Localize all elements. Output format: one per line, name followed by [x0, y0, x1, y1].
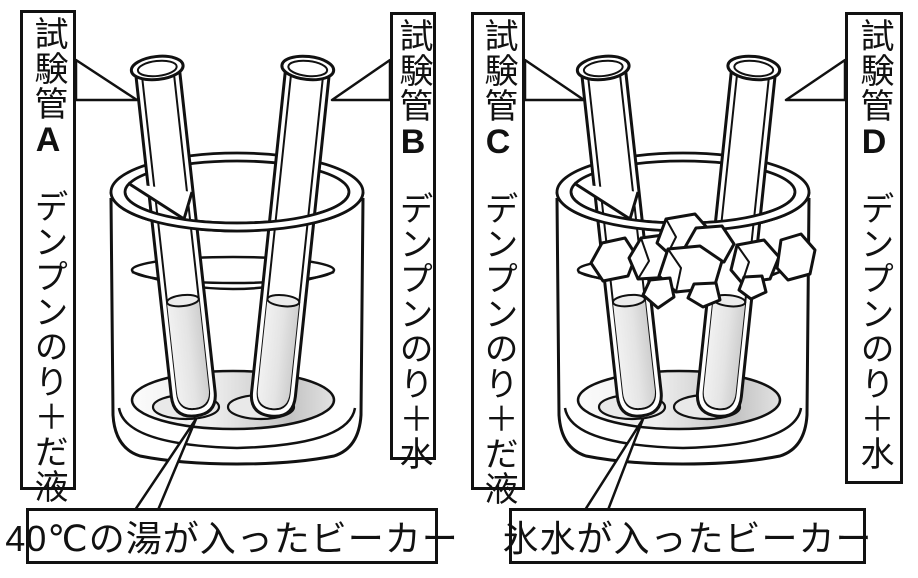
- caption-beaker-40c-text: 40℃の湯が入ったビーカー: [5, 518, 459, 559]
- tube-a-id: A: [29, 121, 68, 160]
- callout-wedge-tube-c: [523, 58, 586, 102]
- beaker-40c-drawing: [111, 54, 363, 464]
- tube-b-id: B: [394, 123, 433, 162]
- tube-d-contents: デンプンのり＋水: [855, 190, 894, 471]
- label-tube-c-text: 試験管C デンプンのり＋だ液: [479, 18, 518, 506]
- label-tube-c: 試験管C デンプンのり＋だ液: [471, 12, 525, 506]
- label-tube-b: 試験管B デンプンのり＋水: [390, 12, 436, 471]
- label-tube-d-text: 試験管D デンプンのり＋水: [855, 18, 894, 471]
- label-tube-a: 試験管A デンプンのり＋だ液: [20, 10, 76, 504]
- tube-a-prefix: 試験管: [29, 16, 68, 121]
- caption-beaker-40c: 40℃の湯が入ったビーカー: [5, 508, 458, 564]
- ice-cubes-drawing: [589, 212, 817, 310]
- tube-c-contents: デンプンのり＋だ液: [479, 190, 518, 506]
- caption-beaker-ice-text: 氷水が入ったビーカー: [502, 518, 873, 559]
- callout-wedge-tube-b: [330, 58, 392, 102]
- tube-c-id: C: [479, 123, 518, 162]
- tube-d-prefix: 試験管: [855, 18, 894, 123]
- tube-c-prefix: 試験管: [479, 18, 518, 123]
- label-tube-d: 試験管D デンプンのり＋水: [845, 12, 903, 484]
- callout-wedge-tube-a: [74, 58, 139, 102]
- caption-beaker-ice: 氷水が入ったビーカー: [503, 508, 872, 564]
- label-tube-b-text: 試験管B デンプンのり＋水: [394, 18, 433, 471]
- label-tube-a-text: 試験管A デンプンのり＋だ液: [29, 16, 68, 504]
- tube-b-prefix: 試験管: [394, 18, 433, 123]
- tube-a-contents: デンプンのり＋だ液: [29, 188, 68, 504]
- tube-b-contents: デンプンのり＋水: [394, 190, 433, 471]
- callout-wedge-tube-d: [784, 58, 847, 102]
- tube-d-id: D: [855, 123, 894, 162]
